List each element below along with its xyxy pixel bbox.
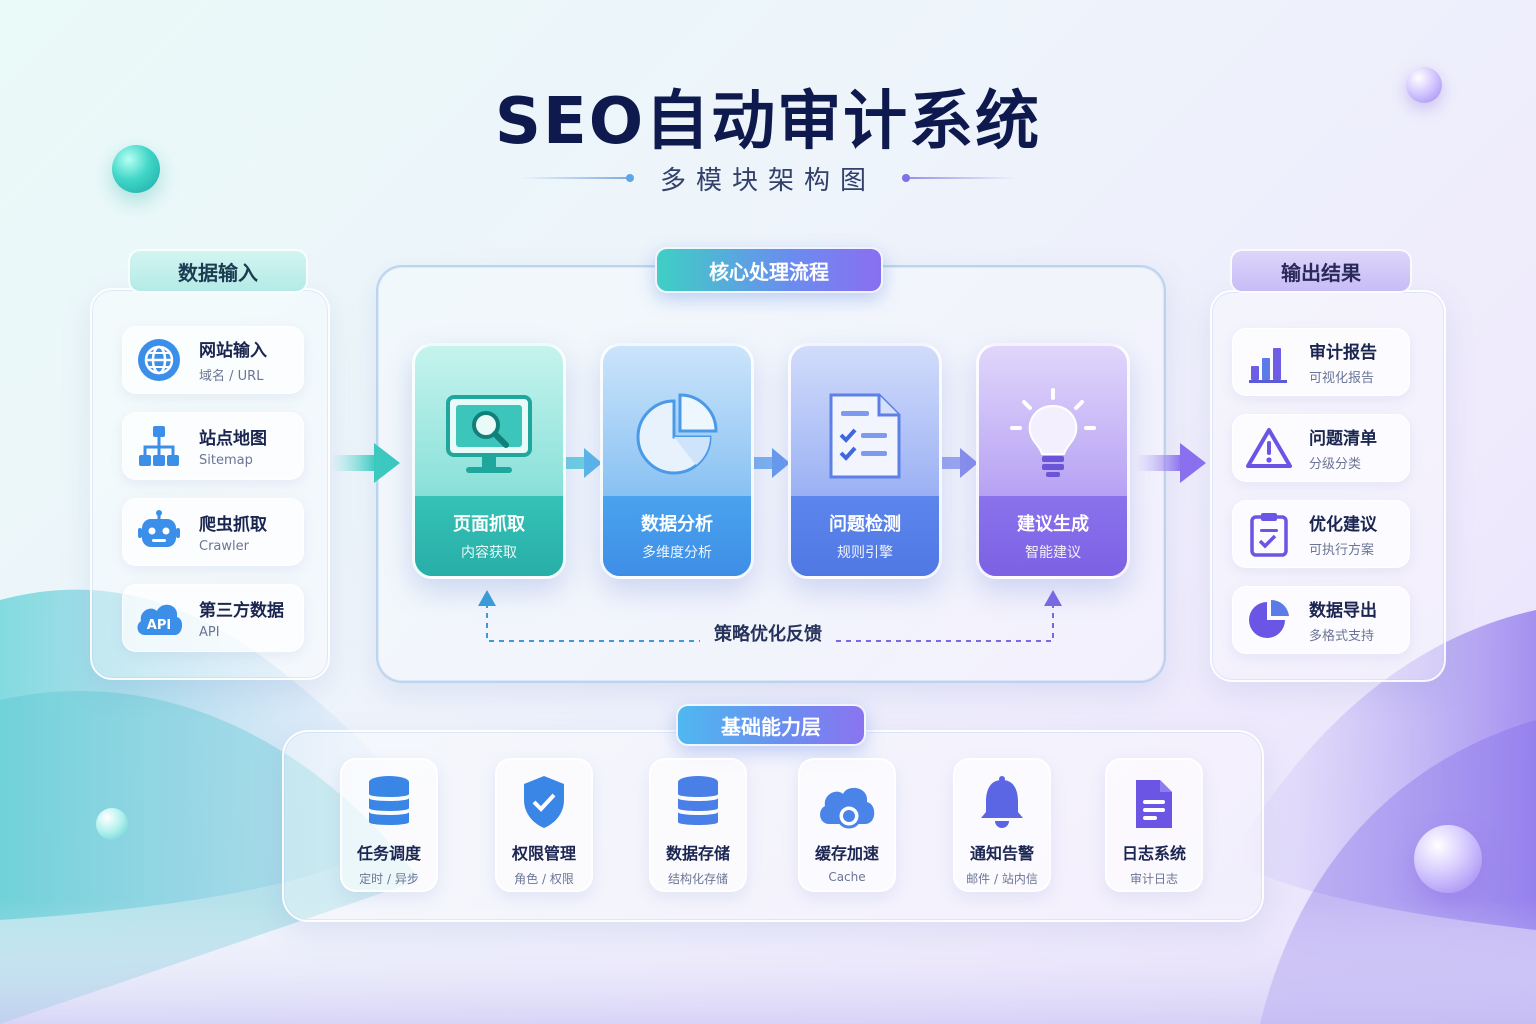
output-item-title: 数据导出 — [1309, 601, 1377, 621]
input-item-sub: Crawler — [199, 539, 249, 554]
input-item-title: 站点地图 — [199, 429, 267, 449]
input-item-title: 第三方数据 — [199, 601, 284, 621]
input-item-title: 网站输入 — [199, 341, 267, 361]
feedback-label: 策略优化反馈 — [714, 624, 822, 645]
input-item-sub: 域名 / URL — [199, 369, 264, 384]
process-step-analysis[interactable]: 数据分析 多维度分析 — [600, 343, 754, 579]
process-step-title: 问题检测 — [829, 514, 901, 535]
database-icon — [340, 760, 438, 836]
subtitle-divider-right — [902, 174, 1016, 182]
input-item-sub: Sitemap — [199, 453, 253, 468]
process-step-label: 页面抓取 内容获取 — [415, 496, 563, 576]
arrow-input-to-core — [330, 443, 400, 483]
process-step-title: 数据分析 — [641, 514, 713, 535]
process-step-sub: 多维度分析 — [642, 545, 712, 561]
lightbulb-icon — [979, 376, 1127, 496]
process-step-label: 问题检测 规则引擎 — [791, 496, 939, 576]
process-step-detection[interactable]: 问题检测 规则引擎 — [788, 343, 942, 579]
decor-orb-teal — [112, 145, 160, 193]
output-item-export[interactable]: 数据导出 多格式支持 — [1232, 586, 1410, 654]
process-step-sub: 内容获取 — [461, 545, 517, 561]
output-item-issues[interactable]: 问题清单 分级分类 — [1232, 414, 1410, 482]
output-item-sub: 分级分类 — [1309, 457, 1362, 472]
input-item-website[interactable]: 网站输入 域名 / URL — [122, 326, 304, 394]
decor-orb-violet-small — [1406, 67, 1442, 103]
subtitle-divider-left — [519, 174, 634, 182]
shield-check-icon — [495, 760, 593, 836]
output-panel-tag: 输出结果 — [1230, 249, 1412, 293]
process-step-suggestion[interactable]: 建议生成 智能建议 — [976, 343, 1130, 579]
pie-chart-icon — [603, 376, 751, 496]
robot-icon — [133, 506, 185, 558]
output-item-sub: 可视化报告 — [1309, 371, 1375, 386]
process-step-title: 页面抓取 — [453, 514, 525, 535]
decor-orb-violet-large — [1414, 825, 1482, 893]
base-item-sub: 邮件 / 站内信 — [966, 872, 1038, 886]
base-item-cache[interactable]: 缓存加速 Cache — [798, 758, 896, 892]
input-item-title: 爬虫抓取 — [199, 515, 267, 535]
output-item-report[interactable]: 审计报告 可视化报告 — [1232, 328, 1410, 396]
base-item-sub: 角色 / 权限 — [514, 872, 574, 886]
input-item-sitemap[interactable]: 站点地图 Sitemap — [122, 412, 304, 480]
warning-icon — [1243, 422, 1295, 474]
arrow-step3-to-step4 — [938, 448, 978, 478]
base-item-title: 通知告警 — [969, 844, 1034, 863]
base-item-title: 任务调度 — [356, 844, 421, 863]
base-item-logging[interactable]: 日志系统 审计日志 — [1105, 758, 1203, 892]
database-stack-icon — [649, 760, 747, 836]
process-step-label: 建议生成 智能建议 — [979, 496, 1127, 576]
output-item-sub: 多格式支持 — [1309, 629, 1375, 644]
process-step-title: 建议生成 — [1017, 514, 1089, 535]
process-step-sub: 智能建议 — [1025, 545, 1081, 561]
input-item-crawler[interactable]: 爬虫抓取 Crawler — [122, 498, 304, 566]
checklist-document-icon — [791, 376, 939, 496]
output-item-title: 审计报告 — [1309, 343, 1377, 363]
core-panel-tag: 核心处理流程 — [655, 247, 883, 293]
input-panel-tag: 数据输入 — [128, 249, 308, 293]
pie-export-icon — [1243, 594, 1295, 646]
base-item-sub: 定时 / 异步 — [359, 872, 419, 886]
page-title: SEO自动审计系统 — [494, 85, 1042, 159]
bar-chart-icon — [1243, 336, 1295, 388]
base-item-title: 数据存储 — [665, 844, 730, 863]
document-icon — [1105, 760, 1203, 836]
output-item-sub: 可执行方案 — [1309, 543, 1375, 558]
base-item-scheduling[interactable]: 任务调度 定时 / 异步 — [340, 758, 438, 892]
base-item-title: 日志系统 — [1121, 844, 1186, 863]
arrow-step2-to-step3 — [750, 448, 790, 478]
api-icon-text: API — [147, 618, 171, 633]
api-cloud-icon: API — [133, 592, 185, 644]
cloud-icon — [798, 760, 896, 836]
base-item-title: 缓存加速 — [814, 844, 879, 863]
input-item-third-party[interactable]: API 第三方数据 API — [122, 584, 304, 652]
base-item-sub: 结构化存储 — [667, 872, 728, 886]
base-item-permissions[interactable]: 权限管理 角色 / 权限 — [495, 758, 593, 892]
input-item-sub: API — [199, 625, 220, 640]
process-step-sub: 规则引擎 — [837, 545, 893, 561]
globe-icon — [133, 334, 185, 386]
base-item-notification[interactable]: 通知告警 邮件 / 站内信 — [953, 758, 1051, 892]
arrow-core-to-output — [1136, 443, 1206, 483]
output-item-suggestions[interactable]: 优化建议 可执行方案 — [1232, 500, 1410, 568]
base-item-sub: 审计日志 — [1129, 872, 1178, 886]
process-step-crawl[interactable]: 页面抓取 内容获取 — [412, 343, 566, 579]
subtitle-row: 多模块架构图 — [0, 158, 1536, 198]
page-subtitle: 多模块架构图 — [659, 165, 876, 196]
process-step-label: 数据分析 多维度分析 — [603, 496, 751, 576]
base-item-title: 权限管理 — [511, 844, 576, 863]
monitor-search-icon — [415, 376, 563, 496]
base-panel-tag: 基础能力层 — [676, 704, 866, 746]
base-item-sub: Cache — [828, 870, 866, 884]
clipboard-check-icon — [1243, 508, 1295, 560]
sitemap-icon — [133, 420, 185, 472]
decor-orb-teal-small — [96, 808, 128, 840]
output-item-title: 优化建议 — [1309, 515, 1377, 535]
base-item-storage[interactable]: 数据存储 结构化存储 — [649, 758, 747, 892]
bell-icon — [953, 760, 1051, 836]
output-item-title: 问题清单 — [1309, 429, 1377, 449]
arrow-step1-to-step2 — [562, 448, 602, 478]
